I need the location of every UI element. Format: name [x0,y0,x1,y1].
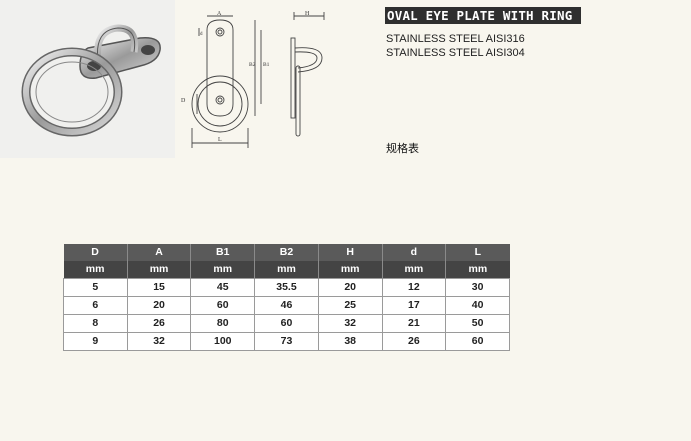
unit-cell: mm [445,261,510,279]
table-cell: 6 [63,296,128,315]
table-cell: 60 [190,296,256,315]
header-b1: B1 [190,244,255,261]
table-cell: 25 [317,296,383,315]
side-view-drawing: H [290,11,325,137]
product-photo [0,0,175,158]
unit-cell: mm [381,261,446,279]
table-row: 5 15 45 35.5 20 12 30 [63,278,510,297]
table-cell: 32 [126,332,192,351]
spec-table-label: 规格表 [386,143,419,155]
header-l: L [445,244,510,261]
table-cell: 80 [190,314,256,333]
table-cell: 73 [254,332,319,351]
unit-cell: mm [126,261,191,279]
table-row: 8 26 80 60 32 21 50 [63,314,510,333]
material-aisi304: STAINLESS STEEL AISI304 [386,47,525,59]
label-b1: B1 [263,62,270,68]
header-h: H [317,244,383,261]
table-cell: 100 [190,332,256,351]
table-cell: 50 [445,314,510,333]
table-cell: 32 [317,314,383,333]
table-cell: 60 [254,314,319,333]
table-cell: 20 [126,296,192,315]
table-cell: 26 [381,332,447,351]
table-cell: 5 [63,278,128,297]
table-cell: 38 [317,332,383,351]
table-cell: 17 [381,296,447,315]
table-cell: 8 [63,314,128,333]
table-cell: 26 [126,314,192,333]
table-cell: 30 [445,278,510,297]
header-d-small: d [381,244,446,261]
label-d-ring: D [181,98,186,104]
material-aisi316: STAINLESS STEEL AISI316 [386,33,525,45]
label-d-hole: d [200,32,203,37]
header-d: D [63,244,128,261]
label-b2: B2 [249,62,256,68]
table-cell: 46 [254,296,319,315]
front-view-drawing: A B2 B1 D d L [181,11,270,148]
table-cell: 21 [381,314,447,333]
table-row: 9 32 100 73 38 26 60 [63,332,510,351]
table-cell: 60 [445,332,510,351]
spec-table: D A B1 B2 H d L mm mm mm mm mm mm mm 5 1… [63,244,510,351]
table-cell: 20 [317,278,383,297]
label-h: H [305,11,310,17]
unit-cell: mm [254,261,319,279]
label-a: A [217,11,222,17]
header-a: A [126,244,191,261]
unit-cell: mm [63,261,128,279]
label-l: L [218,137,222,143]
header-row: D A B1 B2 H d L [63,244,510,261]
product-title: OVAL EYE PLATE WITH RING [385,7,581,24]
table-cell: 35.5 [254,278,319,297]
unit-cell: mm [190,261,255,279]
table-cell: 9 [63,332,128,351]
unit-cell: mm [317,261,383,279]
table-cell: 12 [381,278,447,297]
units-row: mm mm mm mm mm mm mm [63,261,510,279]
header-b2: B2 [254,244,319,261]
table-cell: 45 [190,278,256,297]
table-cell: 40 [445,296,510,315]
table-cell: 15 [126,278,192,297]
table-row: 6 20 60 46 25 17 40 [63,296,510,315]
